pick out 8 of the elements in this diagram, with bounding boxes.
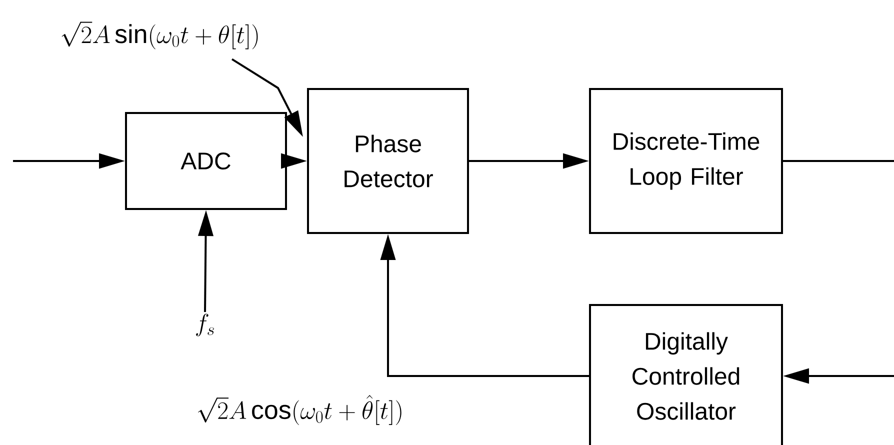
- block-box: Discrete-Time Loop Filter: [589, 88, 783, 234]
- signal-label: $\sqrt{2}A\cos(\omega_0 t+\hat{\theta}[t])$: [198, 395, 402, 426]
- signal-label: $\sqrt{2}A\sin(\omega_0 t+\theta[t])$: [62, 22, 258, 50]
- block-box: Phase Detector: [307, 88, 469, 234]
- block-box: Digitally Controlled Oscillator: [589, 304, 783, 445]
- signal-line: [783, 160, 894, 162]
- signal-label: $f_s$: [196, 314, 214, 336]
- block-box: ADC: [125, 112, 287, 210]
